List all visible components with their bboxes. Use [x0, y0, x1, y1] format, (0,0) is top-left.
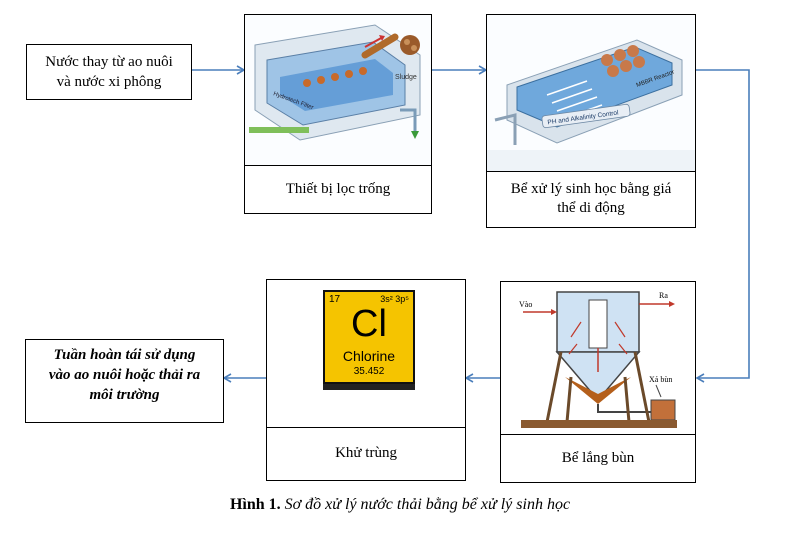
stage-settling-tank: Vào Ra Xả bùn Bể lắng bùn: [500, 281, 696, 483]
element-symbol: Cl: [351, 303, 387, 345]
tile-base-bar: [323, 384, 415, 390]
inlet-label: Vào: [519, 300, 532, 309]
mbbr-illustration: PH and Alkalinity Control MBBR Reactor: [487, 15, 695, 172]
stage-mbbr: PH and Alkalinity Control MBBR Reactor B…: [486, 14, 696, 228]
output-box: Tuần hoàn tái sử dụng vào ao nuôi hoặc t…: [25, 339, 224, 423]
arrow-mbbr-to-settling: [695, 69, 750, 383]
sludge-label: Sludge: [395, 74, 417, 81]
stage-mbbr-label-line1: Bể xử lý sinh học bằng giá: [510, 181, 672, 197]
sludge-outlet-label: Xả bùn: [649, 375, 672, 384]
output-text-line1: Tuần hoàn tái sử dụng: [53, 347, 196, 363]
stage-drum-filter: Sludge Hydrotech Filter Thiết bị lọc trố…: [244, 14, 432, 214]
drum-filter-illustration: Sludge Hydrotech Filter: [245, 15, 431, 166]
stage-mbbr-label-line2: thể di động: [557, 200, 625, 216]
outlet-label: Ra: [659, 291, 668, 300]
caption-prefix: Hình 1.: [229, 496, 281, 513]
stage-disinfection-label: Khử trùng: [335, 445, 397, 461]
atomic-mass: 35.452: [353, 366, 385, 377]
chlorine-element-tile: 17 3s² 3p⁵ Cl Chlorine 35.452: [323, 290, 415, 384]
output-text-line2: vào ao nuôi hoặc thải ra: [48, 367, 201, 383]
figure-caption: Hình 1. Sơ đồ xử lý nước thải bằng bể xử…: [0, 496, 800, 514]
atomic-number: 17: [329, 294, 341, 305]
input-text-line1: Nước thay từ ao nuôi: [45, 54, 173, 70]
output-text-line3: môi trường: [89, 387, 160, 403]
input-box: Nước thay từ ao nuôi và nước xi phông: [26, 44, 192, 100]
stage-mbbr-label: Bể xử lý sinh học bằng giá thể di động: [491, 171, 691, 227]
settling-tank-illustration: Vào Ra Xả bùn: [501, 282, 695, 435]
stage-settling-tank-label: Bể lắng bùn: [561, 449, 635, 466]
electron-config: 3s² 3p⁵: [380, 294, 409, 304]
stage-disinfection: 17 3s² 3p⁵ Cl Chlorine 35.452 Khử trùng: [266, 279, 466, 481]
caption-text: Sơ đồ xử lý nước thải bằng bể xử lý sinh…: [284, 496, 571, 513]
chlorine-illustration: 17 3s² 3p⁵ Cl Chlorine 35.452: [267, 280, 465, 428]
input-text-line2: và nước xi phông: [56, 74, 162, 90]
element-name: Chlorine: [342, 348, 396, 364]
stage-drum-filter-label: Thiết bị lọc trống: [285, 180, 391, 197]
